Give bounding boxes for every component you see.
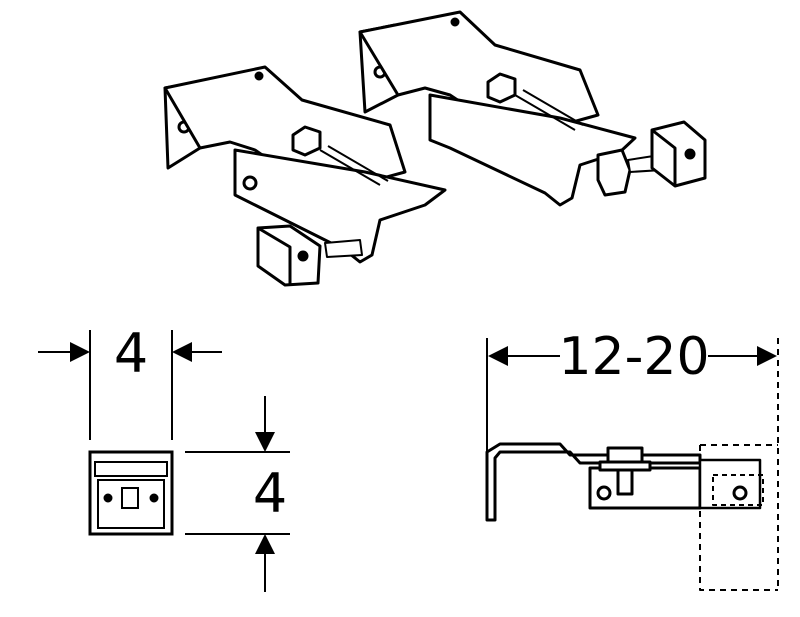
bracket-side-view (485, 442, 778, 591)
height-dimension (185, 396, 290, 592)
bracket-front-view (88, 450, 174, 536)
width-dimension-label: 4 (114, 322, 148, 385)
range-dimension-label: 12-20 (558, 327, 709, 387)
width-dimension (38, 330, 222, 440)
height-dimension-label: 4 (253, 462, 287, 525)
bracket-left-illustration (163, 65, 447, 287)
bracket-right-illustration (358, 10, 707, 207)
